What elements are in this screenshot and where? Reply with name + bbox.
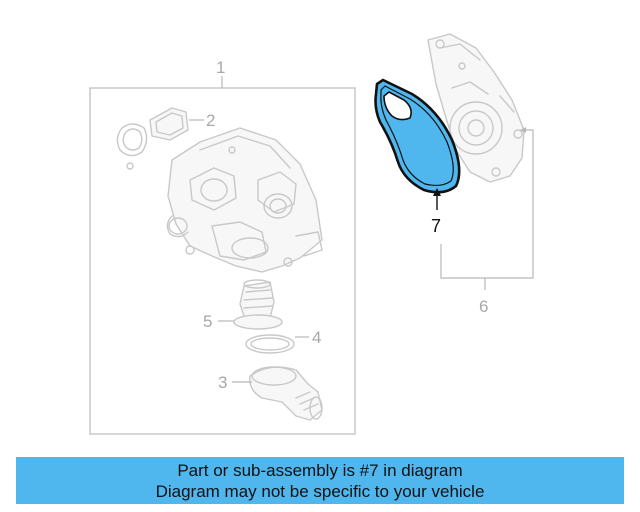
callout-6-bracket-arrow: [520, 127, 526, 133]
thermostat-housing: [166, 127, 323, 273]
callout-4-label: 4: [312, 328, 321, 347]
part-7-gasket-upper-opening: [383, 91, 412, 121]
callout-3-label: 3: [218, 373, 227, 392]
banner-line-part-number: Part or sub-assembly is #7 in diagram: [177, 461, 463, 480]
banner-line-disclaimer: Diagram may not be specific to your vehi…: [155, 482, 485, 501]
callout-5-label: 5: [203, 312, 212, 331]
part-7-gasket: [374, 78, 461, 194]
callout-6-bracket: [440, 129, 534, 279]
part-4-o-ring: [245, 334, 295, 354]
part-7-gasket-inner-edge: [380, 85, 454, 187]
water-pump: [427, 33, 525, 183]
info-banner: Part or sub-assembly is #7 in diagram Di…: [16, 457, 624, 504]
part-5-thermostat: [233, 279, 283, 330]
callout-6-label: 6: [479, 297, 488, 316]
callout-1-label: 1: [216, 58, 225, 77]
part-3-housing-cover: [249, 366, 323, 421]
part-2-gasket: [116, 107, 189, 170]
callout-7-arrow: [433, 188, 441, 196]
callout-7-label: 7: [431, 216, 441, 236]
callout-2-label: 2: [206, 111, 215, 130]
